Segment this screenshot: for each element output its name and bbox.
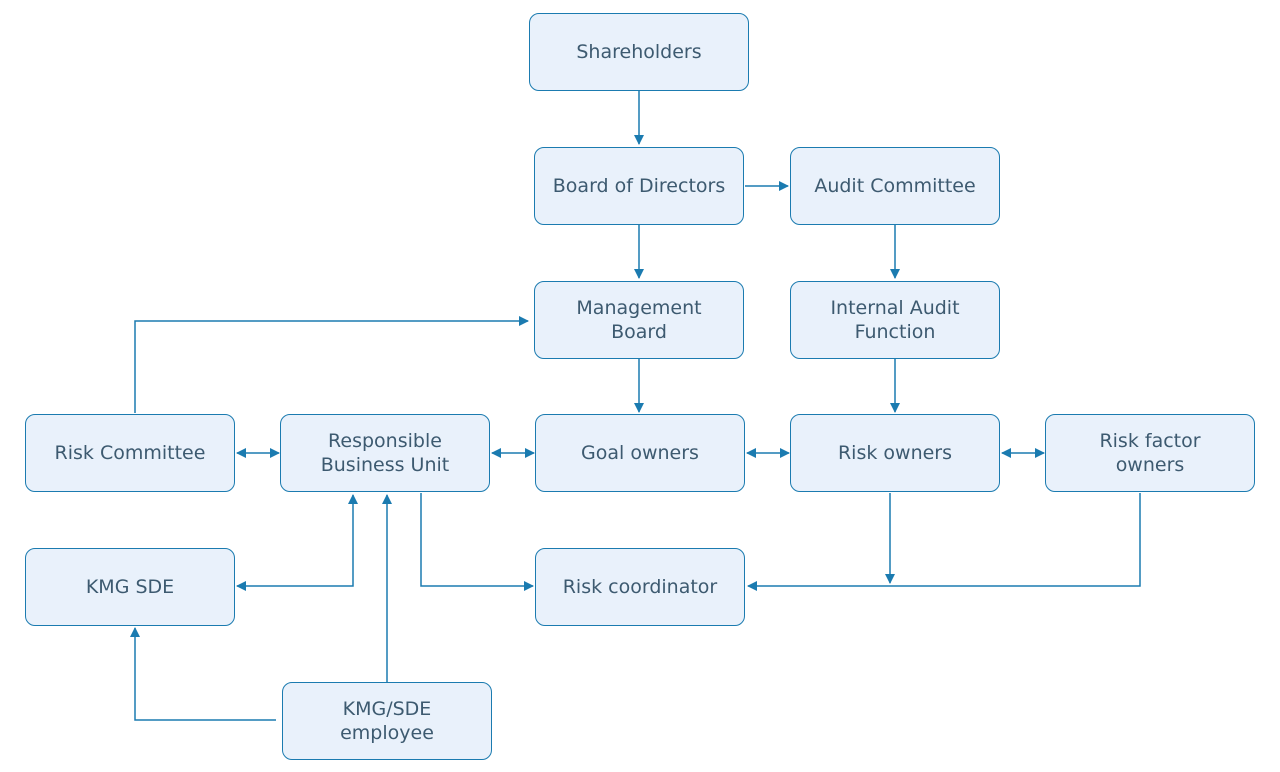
kmg-sde-label: KMG SDE xyxy=(85,576,175,598)
kmg-sde-employee-box: KMG/SDE employee xyxy=(282,682,492,760)
arrow-business-unit-kmg-sde xyxy=(236,494,358,591)
kmg-sde-box: KMG SDE xyxy=(25,548,235,626)
risk-factor-owners-box: Risk factor owners xyxy=(1045,414,1255,492)
management-board-box: Management Board xyxy=(534,281,744,359)
arrow-employee-to-kmg-sde xyxy=(130,627,276,721)
risk-committee-box: Risk Committee xyxy=(25,414,235,492)
arrow-risk-committee-to-management xyxy=(134,316,529,413)
risk-factor-owners-label: Risk factor owners xyxy=(1099,430,1201,476)
goal-owners-label: Goal owners xyxy=(581,442,699,464)
responsible-business-unit-box: Responsible Business Unit xyxy=(280,414,490,492)
risk-coordinator-label: Risk coordinator xyxy=(562,576,718,598)
responsible-business-unit-label: Responsible Business Unit xyxy=(320,430,450,476)
internal-audit-function-label: Internal Audit Function xyxy=(830,297,960,343)
shareholders-box: Shareholders xyxy=(529,13,749,91)
risk-coordinator-box: Risk coordinator xyxy=(535,548,745,626)
board-of-directors-label: Board of Directors xyxy=(552,175,726,197)
arrow-business-unit-to-risk-coordinator xyxy=(420,493,534,591)
arrow-risk-factor-owners-to-risk-coordinator xyxy=(747,493,1141,591)
audit-committee-label: Audit Committee xyxy=(814,175,976,197)
shareholders-label: Shareholders xyxy=(576,41,702,63)
risk-owners-box: Risk owners xyxy=(790,414,1000,492)
risk-owners-label: Risk owners xyxy=(837,442,953,464)
internal-audit-function-box: Internal Audit Function xyxy=(790,281,1000,359)
kmg-sde-employee-label: KMG/SDE employee xyxy=(340,698,434,744)
goal-owners-box: Goal owners xyxy=(535,414,745,492)
management-board-label: Management Board xyxy=(576,297,702,343)
audit-committee-box: Audit Committee xyxy=(790,147,1000,225)
board-of-directors-box: Board of Directors xyxy=(534,147,744,225)
risk-committee-label: Risk Committee xyxy=(54,442,206,464)
